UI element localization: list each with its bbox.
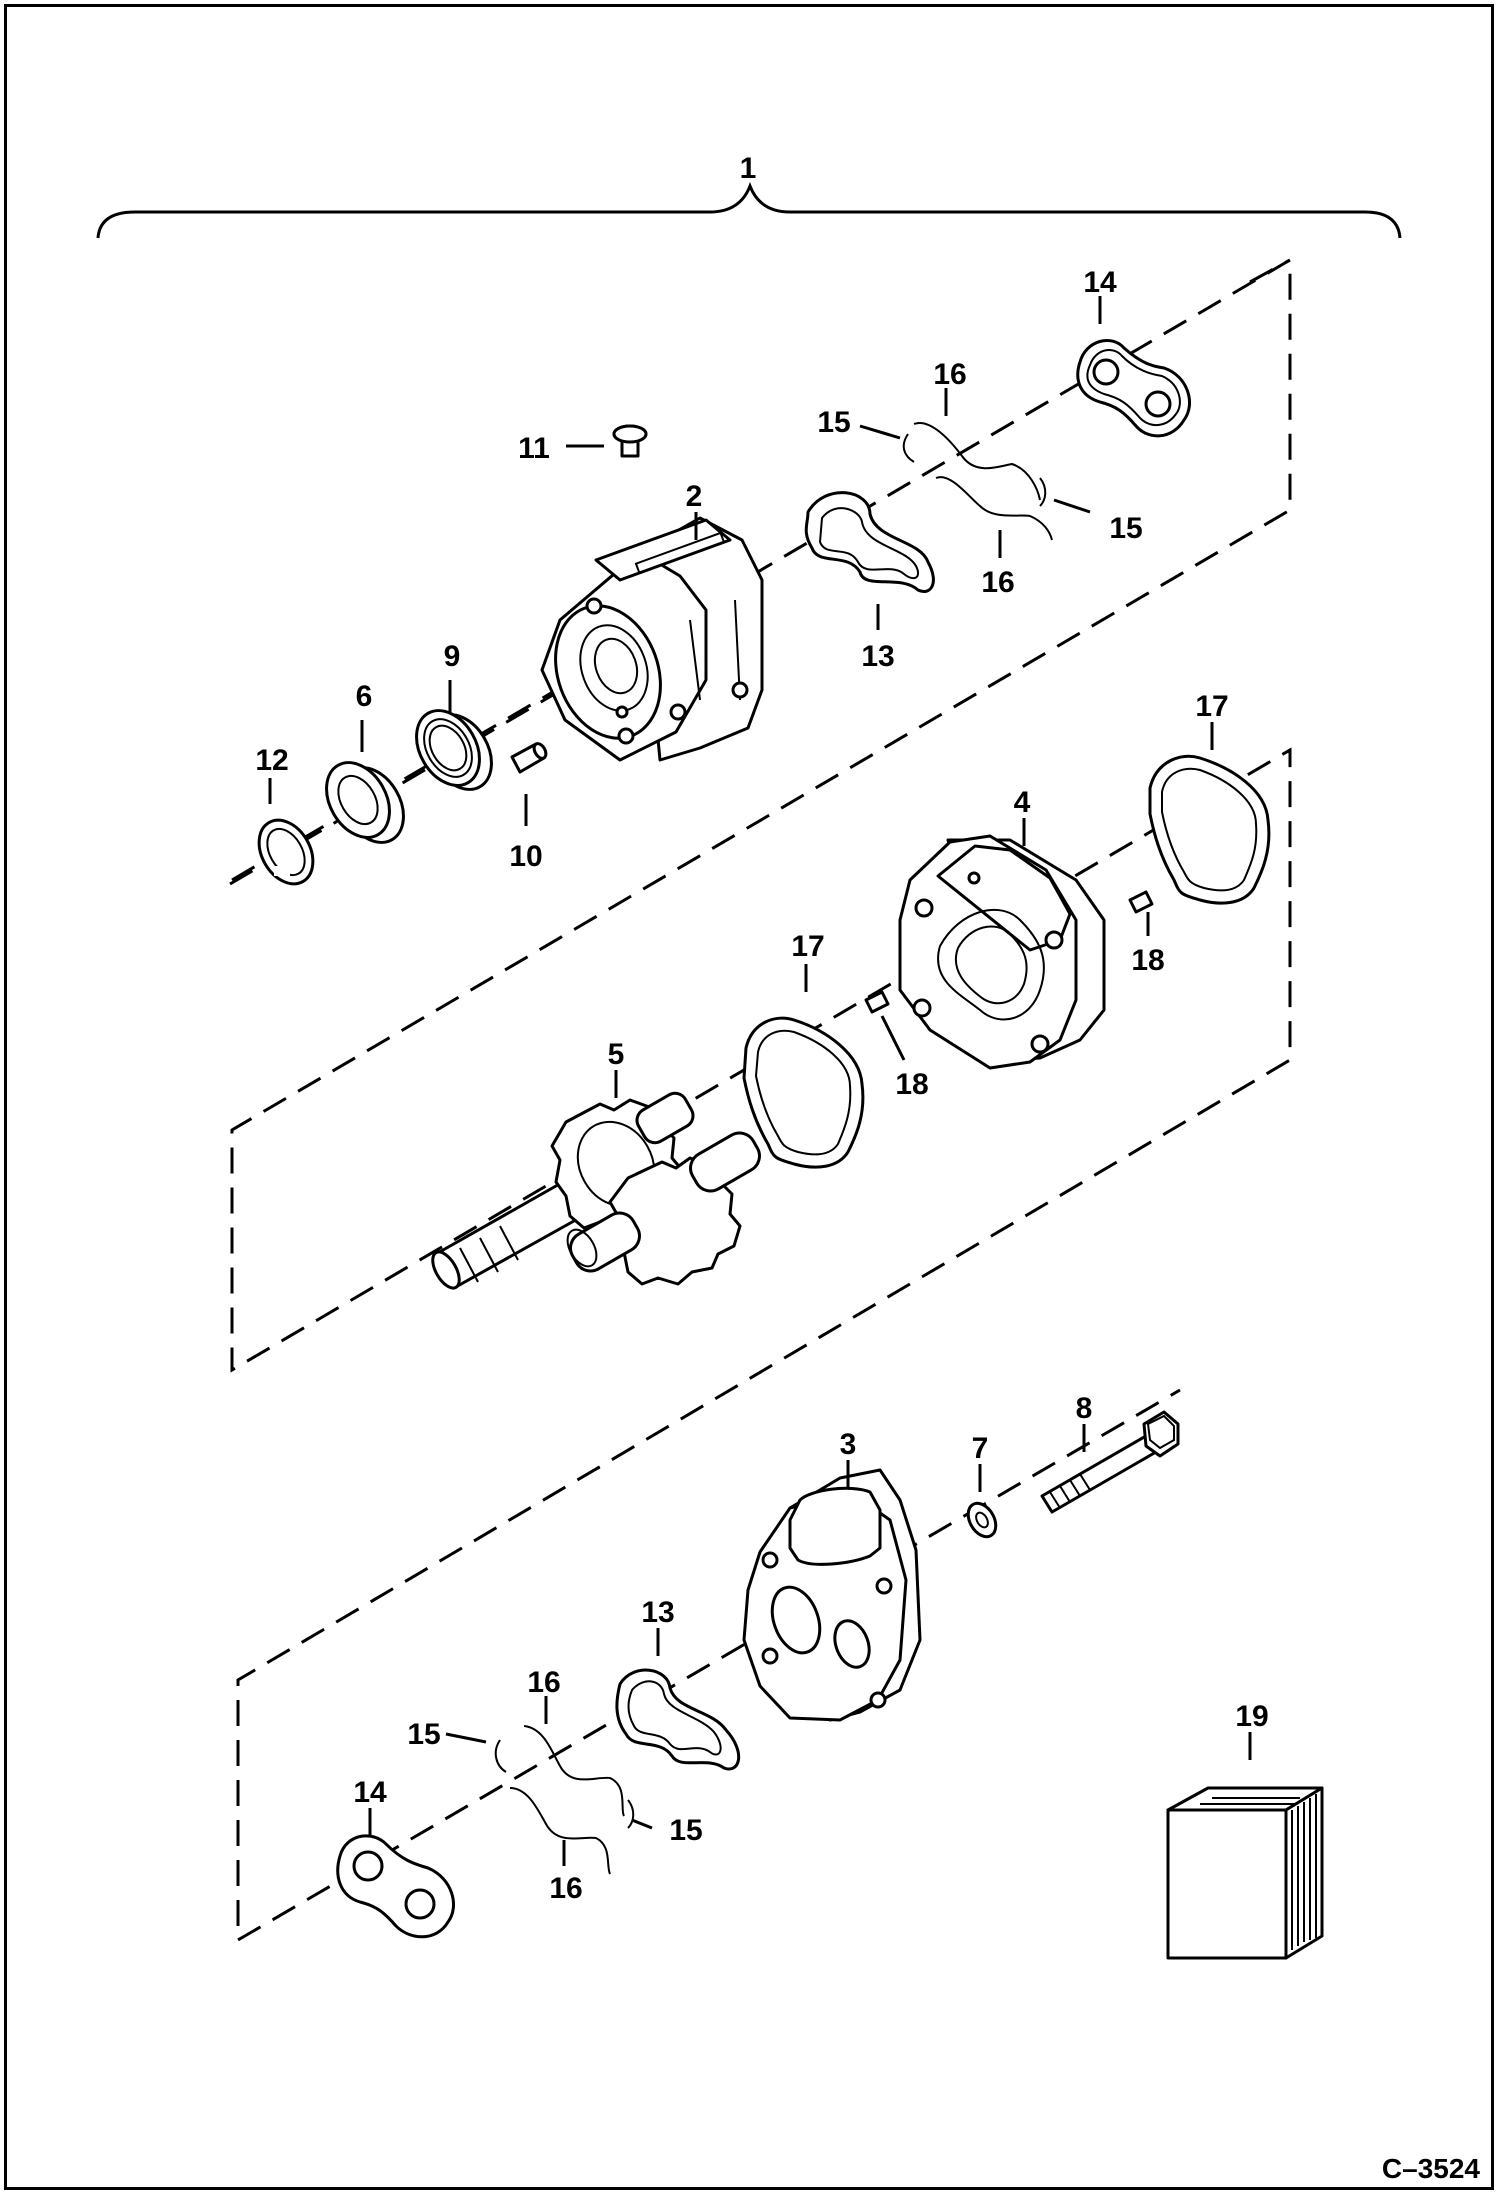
gasket-17-upper [1148,754,1271,905]
bearing-6 [325,761,405,844]
callout-17-right: 17 [1195,690,1228,723]
callout-10: 10 [509,840,542,873]
port-seal-plate-14-lower [336,1834,455,1939]
cap-screw-8 [1040,1410,1180,1514]
callout-16-lower-top: 16 [527,1666,560,1699]
callout-5: 5 [608,1038,625,1071]
callout-16-lower-bottom: 16 [549,1872,582,1905]
callout-16-upper-bottom: 16 [981,566,1014,599]
dowel-18-left [864,990,890,1014]
callout-13-lower: 13 [641,1596,674,1629]
callout-2: 2 [686,480,703,513]
thrust-plate-seal-13-upper [804,491,935,593]
callout-11: 11 [518,432,550,465]
phantom-assembly-lines [229,257,1292,1943]
port-seal-plate-14-upper [1076,339,1191,438]
drawing-sheet-border [4,4,1494,2190]
callout-15-lower-right: 15 [669,1814,702,1847]
callout-1: 1 [740,152,757,185]
callout-9: 9 [444,640,461,673]
shaft-seal-9 [415,709,493,791]
callout-7: 7 [972,1432,989,1465]
backup-rings-15-lower [494,1739,635,1829]
wear-seals-16-lower [509,1725,625,1875]
callout-3: 3 [840,1428,857,1461]
washer-7 [966,1501,998,1539]
callout-4: 4 [1014,786,1031,819]
callout-6: 6 [356,680,373,713]
callout-labels: 1 2 3 4 5 6 7 8 9 10 11 12 13 13 14 14 1… [255,152,1268,1905]
callout-15-upper-right: 15 [1109,512,1142,545]
callout-15-upper-left: 15 [817,406,850,439]
callout-18-right: 18 [1131,944,1164,977]
callout-12: 12 [255,744,288,777]
callout-16-upper-top: 16 [933,358,966,391]
dowel-pin-10 [510,742,548,774]
assembly-bracket [96,181,1402,239]
dowel-18-right [1128,890,1154,914]
callout-19: 19 [1235,1700,1268,1733]
backup-rings-15-upper [902,433,1047,507]
retaining-ring-12 [257,818,315,886]
drive-gear-5 [431,1091,761,1290]
drawing-code-label: C–3524 [1382,2153,1481,2184]
callout-13-upper: 13 [861,640,894,673]
callout-14-upper: 14 [1083,266,1117,299]
thrust-plate-seal-13-lower [615,1668,741,1771]
plug-screw-11 [612,424,648,458]
callout-14-lower: 14 [353,1776,387,1809]
callout-8: 8 [1076,1392,1093,1425]
gasket-17-lower [742,1016,865,1169]
end-cover-3 [742,1468,922,1722]
gear-housing-4 [898,834,1106,1070]
front-flange-2 [540,516,764,762]
seal-kit-box-19 [1166,1786,1324,1960]
wear-seals-16-upper [913,421,1053,541]
callout-18-left: 18 [895,1068,928,1101]
leader-lines [268,296,1252,1866]
callout-17-left: 17 [791,930,824,963]
callout-15-lower-left: 15 [407,1718,440,1751]
